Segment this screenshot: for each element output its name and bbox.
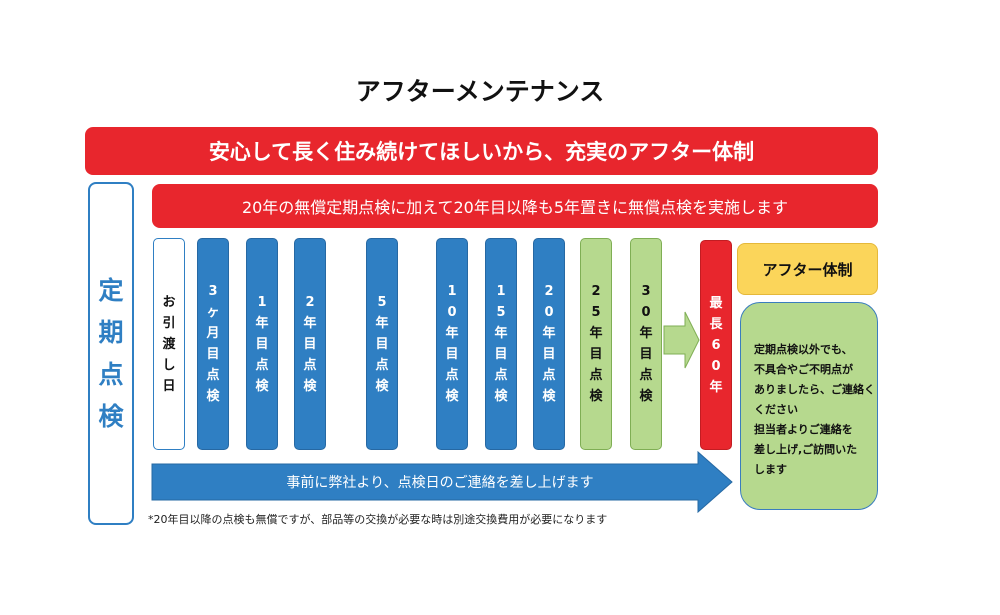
info-line: 担当者よりご連絡を <box>754 423 853 436</box>
column-char: 年 <box>255 315 269 331</box>
inspection-column: 1 年目点検 <box>246 238 278 450</box>
info-line: 定期点検以外でも、 <box>754 343 853 356</box>
column-char: 点 <box>494 368 508 383</box>
sub-banner: 20年の無償定期点検に加えて20年目以降も5年置きに無償点検を実施します <box>152 184 878 228</box>
label-char: 期 <box>98 317 124 347</box>
column-char: 5 <box>591 305 601 320</box>
column-char: 年 <box>589 326 603 341</box>
column-char: 点 <box>303 357 317 373</box>
column-char: 点 <box>445 368 459 383</box>
periodic-inspection-label: 定 期 点 検 <box>88 182 134 525</box>
column-char: 年 <box>542 326 556 341</box>
column-char: 年 <box>445 326 459 341</box>
column-char: 3 <box>208 284 218 299</box>
column-char: 点 <box>206 368 220 383</box>
inspection-column: 5 年目点検 <box>366 238 398 450</box>
column-char: 検 <box>589 389 603 404</box>
column-char: 1 <box>257 294 267 310</box>
column-char: 6 <box>711 337 721 353</box>
info-line: 不具合やご不明点が <box>754 363 853 376</box>
info-line: ください <box>754 403 798 416</box>
column-char: 点 <box>639 368 653 383</box>
column-char: 年 <box>375 315 389 331</box>
column-char: お <box>162 294 176 310</box>
footnote: *20年目以降の点検も無償ですが、部品等の交換が必要な時は別途交換費用が必要にな… <box>148 513 608 526</box>
column-char: 目 <box>639 347 653 362</box>
column-char: 年 <box>709 379 723 395</box>
column-char: 2 <box>591 284 601 299</box>
column-char: 点 <box>375 357 389 373</box>
column-char: 2 <box>544 284 554 299</box>
column-char: 年 <box>494 326 508 341</box>
column-char: 日 <box>162 378 176 394</box>
inspection-column: お引渡し日 <box>153 238 185 450</box>
column-char: 検 <box>445 389 459 404</box>
column-char: 0 <box>447 305 457 320</box>
column-char: し <box>162 357 176 373</box>
inspection-column: 1 5 年目点検 <box>485 238 517 450</box>
inspection-column: 1 0 年目点検 <box>436 238 468 450</box>
column-char: 5 <box>377 294 387 310</box>
label-char: 点 <box>98 359 124 389</box>
column-char: 3 <box>641 284 651 299</box>
column-char: 目 <box>303 336 317 352</box>
column-char: 目 <box>542 347 556 362</box>
inspection-column: 3 0 年目点検 <box>630 238 662 450</box>
column-char: 目 <box>494 347 508 362</box>
column-char: 月 <box>206 326 220 341</box>
column-char: 目 <box>375 336 389 352</box>
inspection-column: 2 5 年目点検 <box>580 238 612 450</box>
after-support-title: アフター体制 <box>737 243 878 295</box>
column-char: 渡 <box>162 336 176 352</box>
column-char: 長 <box>709 316 723 332</box>
arrow-text: 事前に弊社より、点検日のご連絡を差し上げます <box>286 475 594 491</box>
column-char: 点 <box>255 357 269 373</box>
column-char: 目 <box>206 347 220 362</box>
column-char: 目 <box>255 336 269 352</box>
column-char: 0 <box>544 305 554 320</box>
inspection-column: 3 ヶ月目点検 <box>197 238 229 450</box>
column-char: 引 <box>162 315 176 331</box>
info-line: します <box>754 463 787 476</box>
main-banner: 安心して長く住み続けてほしいから、充実のアフター体制 <box>85 127 878 175</box>
column-char: 検 <box>542 389 556 404</box>
page-title: アフターメンテナンス <box>355 77 605 106</box>
column-char: 1 <box>496 284 506 299</box>
column-char: 0 <box>711 358 721 374</box>
column-char: 点 <box>589 368 603 383</box>
column-char: 検 <box>303 378 317 394</box>
column-char: 0 <box>641 305 651 320</box>
column-char: 5 <box>496 305 506 320</box>
column-char: 検 <box>375 378 389 394</box>
blue-arrow-icon <box>151 450 733 514</box>
info-line: ありましたら、ご連絡く <box>754 383 875 396</box>
inspection-column: 2 年目点検 <box>294 238 326 450</box>
green-arrow-icon <box>663 311 700 369</box>
inspection-column: 最長 6 0 年 <box>700 240 732 450</box>
column-char: 検 <box>494 389 508 404</box>
column-char: 検 <box>206 389 220 404</box>
inspection-column: 2 0 年目点検 <box>533 238 565 450</box>
column-char: 1 <box>447 284 457 299</box>
column-char: ヶ <box>206 305 220 320</box>
info-line: 差し上げ,ご訪問いた <box>754 443 858 456</box>
column-char: 目 <box>589 347 603 362</box>
column-char: 2 <box>305 294 315 310</box>
column-char: 点 <box>542 368 556 383</box>
column-char: 検 <box>639 389 653 404</box>
column-char: 年 <box>639 326 653 341</box>
after-support-info: 定期点検以外でも、 不具合やご不明点が ありましたら、ご連絡く ください 担当者… <box>740 302 878 510</box>
column-char: 最 <box>709 295 723 311</box>
column-char: 年 <box>303 315 317 331</box>
label-char: 検 <box>98 401 124 431</box>
label-char: 定 <box>98 275 124 305</box>
column-char: 目 <box>445 347 459 362</box>
column-char: 検 <box>255 378 269 394</box>
